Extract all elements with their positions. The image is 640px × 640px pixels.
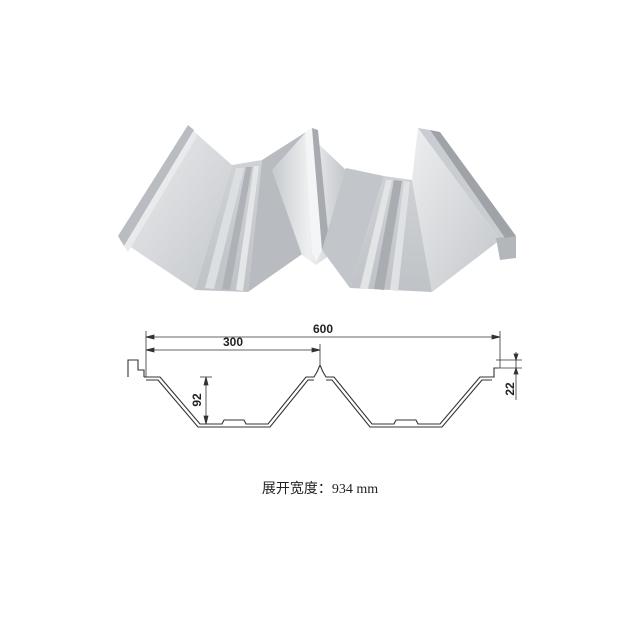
unfolded-width-caption: 展开宽度：934 mm	[0, 478, 640, 498]
section-profile	[127, 359, 498, 428]
right-outer-wall	[412, 128, 500, 292]
dim-label-rib-height: 92	[190, 393, 204, 407]
dim-label-half: 300	[223, 335, 243, 349]
left-outer-wall	[120, 128, 232, 290]
caption-value: 934 mm	[331, 482, 379, 497]
left-lap-lip	[118, 125, 194, 246]
right-lap-flange	[496, 236, 516, 260]
caption-label: 展开宽度：	[261, 480, 332, 496]
panel-3d-illustration	[118, 125, 516, 292]
right-rib-wall	[322, 168, 384, 288]
dim-label-lap-height: 22	[503, 382, 517, 396]
left-lap-hook	[127, 359, 145, 377]
profile-outline	[144, 363, 498, 425]
dim-label-total: 600	[313, 322, 333, 336]
dimension-lines	[145, 331, 522, 425]
